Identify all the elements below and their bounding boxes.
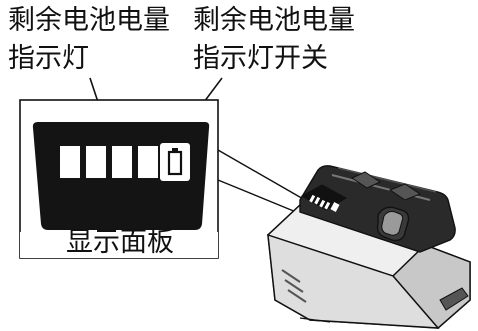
display-panel-label-band (20, 232, 218, 258)
battery-pack-illustration (266, 165, 471, 329)
indicator-switch-button (160, 143, 190, 181)
indicator-bar-2 (86, 146, 106, 178)
zoom-line-top (217, 149, 306, 201)
zoom-line-bottom (217, 179, 297, 213)
display-panel-label: 显示面板 (66, 227, 174, 258)
indicator-switch-label-line2: 指示灯开关 (193, 43, 328, 74)
indicator-bar-1 (60, 146, 80, 178)
indicator-switch-label-line1: 剩余电池电量 (193, 5, 355, 36)
battery-outline-icon (167, 148, 183, 176)
indicator-bar-4 (138, 146, 158, 178)
remaining-charge-indicator-label-line2: 指示灯 (8, 43, 89, 74)
remaining-charge-indicator-label-line1: 剩余电池电量 (8, 5, 170, 36)
indicator-bar-3 (112, 146, 132, 178)
